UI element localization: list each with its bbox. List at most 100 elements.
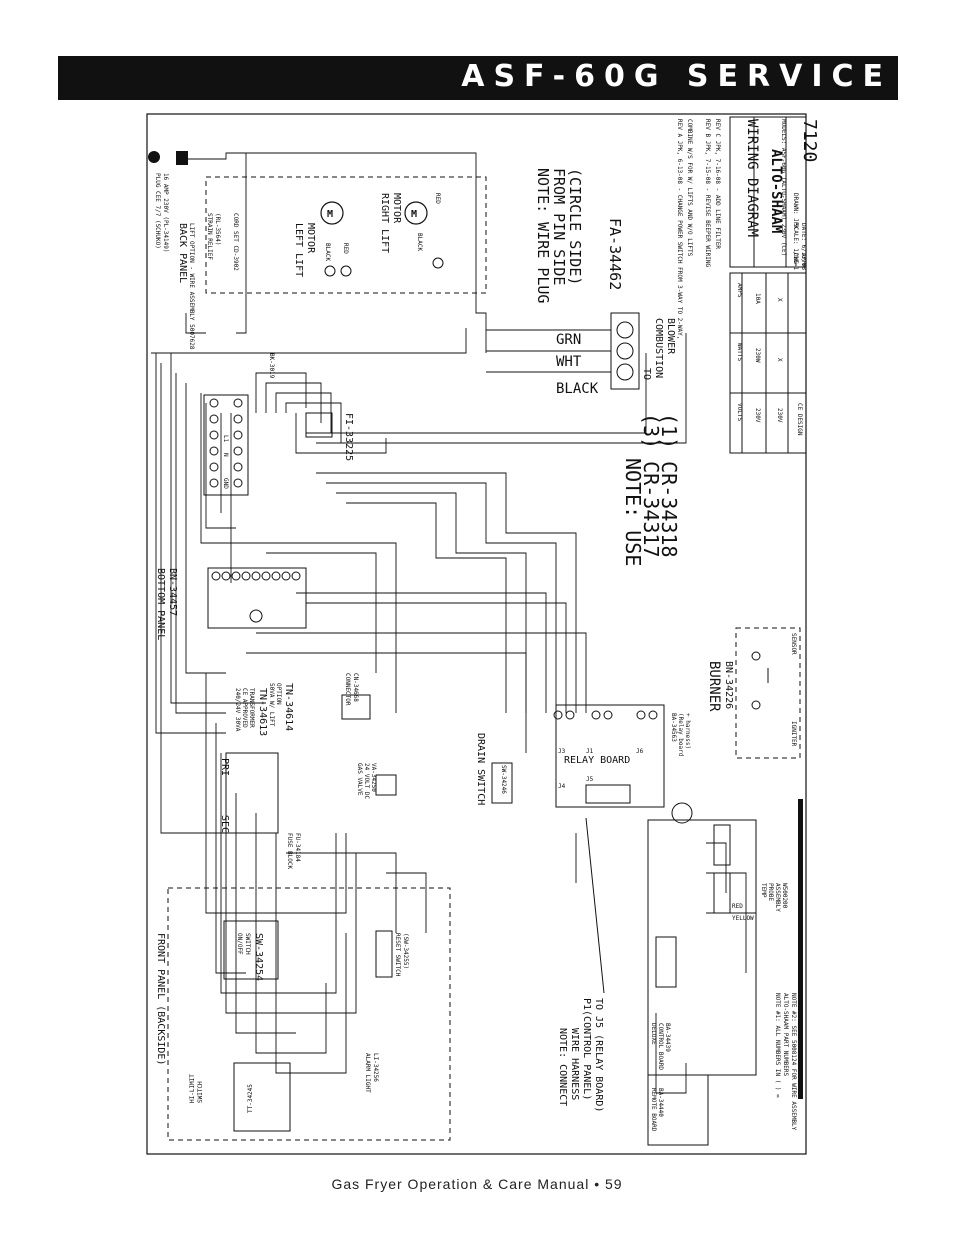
blower-connector <box>610 312 640 390</box>
line-filter <box>305 412 333 438</box>
connector-box <box>341 694 371 720</box>
fuse-block-2: FU-34184 <box>294 833 301 862</box>
page-title: ASF-60G SERVICE <box>461 59 892 94</box>
spec-r1-amps: 10A <box>754 293 761 304</box>
revision-2: COMBINE W/S FOR W/ LIFTS AND W/O LIFTS <box>686 119 693 257</box>
note-wire-plug-2: FROM PIN SIDE <box>550 168 568 285</box>
left-lift-motor-label-1: LEFT LIFT <box>293 223 304 277</box>
svg-text:M: M <box>411 209 417 220</box>
right-motor-red: RED <box>434 193 441 204</box>
spec-header-watts: WATTS <box>736 343 743 361</box>
relay-j3: J3 <box>558 748 566 755</box>
transformer-line-4: TN-34613 <box>257 688 268 736</box>
remote-board-box <box>647 1074 709 1146</box>
transformer-lift-3: TN-34614 <box>283 683 294 731</box>
title-block-date: DATE: 6/13/08 <box>800 223 807 270</box>
title-block-drawn: DRAWN: JPK <box>792 193 799 230</box>
on-off-switch-box <box>223 920 279 980</box>
note-use-2: (3) CR-34317 <box>639 413 663 558</box>
relay-board-pins <box>553 710 658 804</box>
temp-probe-2: PROBE <box>767 883 774 901</box>
spec-header-volts: VOLTS <box>736 403 743 421</box>
strain-relief-part: (RL-3564) <box>214 213 221 246</box>
title-block-brand: ALTO-SHAAM <box>768 149 784 233</box>
note-bottom-2: ALTO-SHAAM PART NUMBERS <box>782 993 789 1076</box>
relay-board-label: RELAY BOARD <box>564 755 630 766</box>
relay-j1: J1 <box>586 748 594 755</box>
diagram-border <box>146 113 807 1155</box>
relay-j5: J5 <box>586 776 594 783</box>
page-header: ASF-60G SERVICE <box>58 56 898 100</box>
deluxe-board-2: CONTROL BOARD <box>657 1023 664 1070</box>
note-wire-plug-1: NOTE: WIRE PLUG <box>534 168 552 303</box>
transformer-sec: SEC <box>219 815 230 833</box>
remote-board-2: BA-34440 <box>657 1088 664 1117</box>
drain-switch-label: DRAIN SWITCH <box>475 733 486 805</box>
gas-valve-1: GAS VALVE <box>356 763 363 796</box>
transformer-pri: PRI <box>219 758 230 776</box>
alarm-light-2: LI-34256 <box>372 1053 379 1082</box>
blower-blower: BLOWER <box>665 318 676 355</box>
transformer-line-3: TRANSFORMER <box>248 688 255 728</box>
deluxe-board-3: BA-34439 <box>664 1023 671 1052</box>
cord-set-label: CORD SET CD-3902 <box>232 213 239 271</box>
transformer-lift-2: OPTION <box>275 683 282 705</box>
relay-j6: J6 <box>636 748 644 755</box>
spec-header-design: CE DESIGN <box>796 403 803 436</box>
relay-part-3: + harness) <box>684 713 691 749</box>
right-motor-black: BLACK <box>416 233 423 251</box>
drain-switch-part: SW-34246 <box>500 765 507 794</box>
title-block-appr: APPR <box>800 253 807 268</box>
gas-valve-box <box>375 774 397 796</box>
right-lift-motor-label-2: MOTOR <box>391 193 402 224</box>
hi-limit-1: HI-LIMIT <box>189 1074 196 1103</box>
relay-part-2: (Relay board <box>677 713 684 757</box>
plug: PLUG CEE 7/7 (SCHUKO) 16 AMP 230V (PL-34… <box>148 151 188 252</box>
page-footer: Gas Fryer Operation & Care Manual • 59 <box>331 1176 623 1192</box>
hi-limit-2: SWITCH <box>197 1081 204 1103</box>
spec-table: CE DESIGN VOLTS WATTS AMPS 230V 230W 10A… <box>729 272 807 454</box>
gas-valve-2: 24 VOLT DC <box>363 763 370 800</box>
fa-part-label: FA-34462 <box>606 218 624 290</box>
temp-probe-3: ASSEMBLY <box>774 883 781 912</box>
wiring-diagram-svg: PLUG CEE 7/7 (SCHUKO) 16 AMP 230V (PL-34… <box>146 113 820 1155</box>
drain-switch-box <box>491 762 513 804</box>
terminal-n: N <box>222 453 229 457</box>
left-motor-black: BLACK <box>324 243 331 261</box>
burner-sensor: SENSOR <box>790 633 797 655</box>
terminal-gnd: GND <box>222 478 229 489</box>
note-use-1: NOTE: USE <box>621 458 645 566</box>
note-connect-1: NOTE: CONNECT <box>557 1028 568 1106</box>
revision-3: REV B JPK, 7-15-08 - REVISE BEEPER WIRIN… <box>704 119 711 267</box>
remote-board-1: REMOTE BOARD <box>650 1088 657 1132</box>
burner-part: BN-34226 <box>723 661 734 709</box>
beeper <box>671 802 693 824</box>
connector-part: CN-34668 <box>352 673 359 702</box>
fuse-block-1: FUSE BLOCK <box>286 833 293 870</box>
note-bar <box>798 799 803 1099</box>
relay-part-1: BA-34563 <box>670 713 677 742</box>
right-lift-motor: M RIGHT LIFT MOTOR BLACK RED <box>379 193 444 269</box>
left-lift-motor: M LEFT LIFT MOTOR BLACK RED <box>293 201 352 277</box>
blower-combustion: COMBUSTION <box>653 318 664 378</box>
left-motor-red: RED <box>342 243 349 254</box>
revision-1: REV A JPK, 6-13-08 - CHANGE POWER SWITCH… <box>676 119 683 339</box>
spec-r2-amps: X <box>776 298 783 302</box>
blower-to: TO <box>641 368 652 380</box>
deluxe-board-1: DELUXE <box>650 1023 657 1045</box>
title-block-dwg: DWG <box>792 253 799 264</box>
reset-switch-1: RESET SWITCH <box>394 933 401 977</box>
filter-label: FI-33225 <box>343 413 354 461</box>
terminal-strip: GND N L1 <box>203 394 249 496</box>
back-panel-box <box>205 176 487 294</box>
title-block: WIRING DIAGRAM ALTO-SHAAM MODELS: ASF-60… <box>729 116 820 270</box>
terminal-l1: L1 <box>222 435 229 443</box>
transformer-line-2: CE APPROVED <box>241 688 248 728</box>
wire-grn-label: GRN <box>556 332 581 348</box>
note-connect-3: P1(CONTROL PANEL) <box>581 998 592 1100</box>
wire-black-label: BLACK <box>556 381 599 397</box>
gas-valve-3: VA-34250 <box>370 763 377 792</box>
right-lift-motor-label-1: RIGHT LIFT <box>379 193 390 253</box>
transformer-lift-1: 50VA W/ LIFT <box>268 683 275 727</box>
note-connect-4: TO J5 (RELAY BOARD) <box>593 998 604 1112</box>
